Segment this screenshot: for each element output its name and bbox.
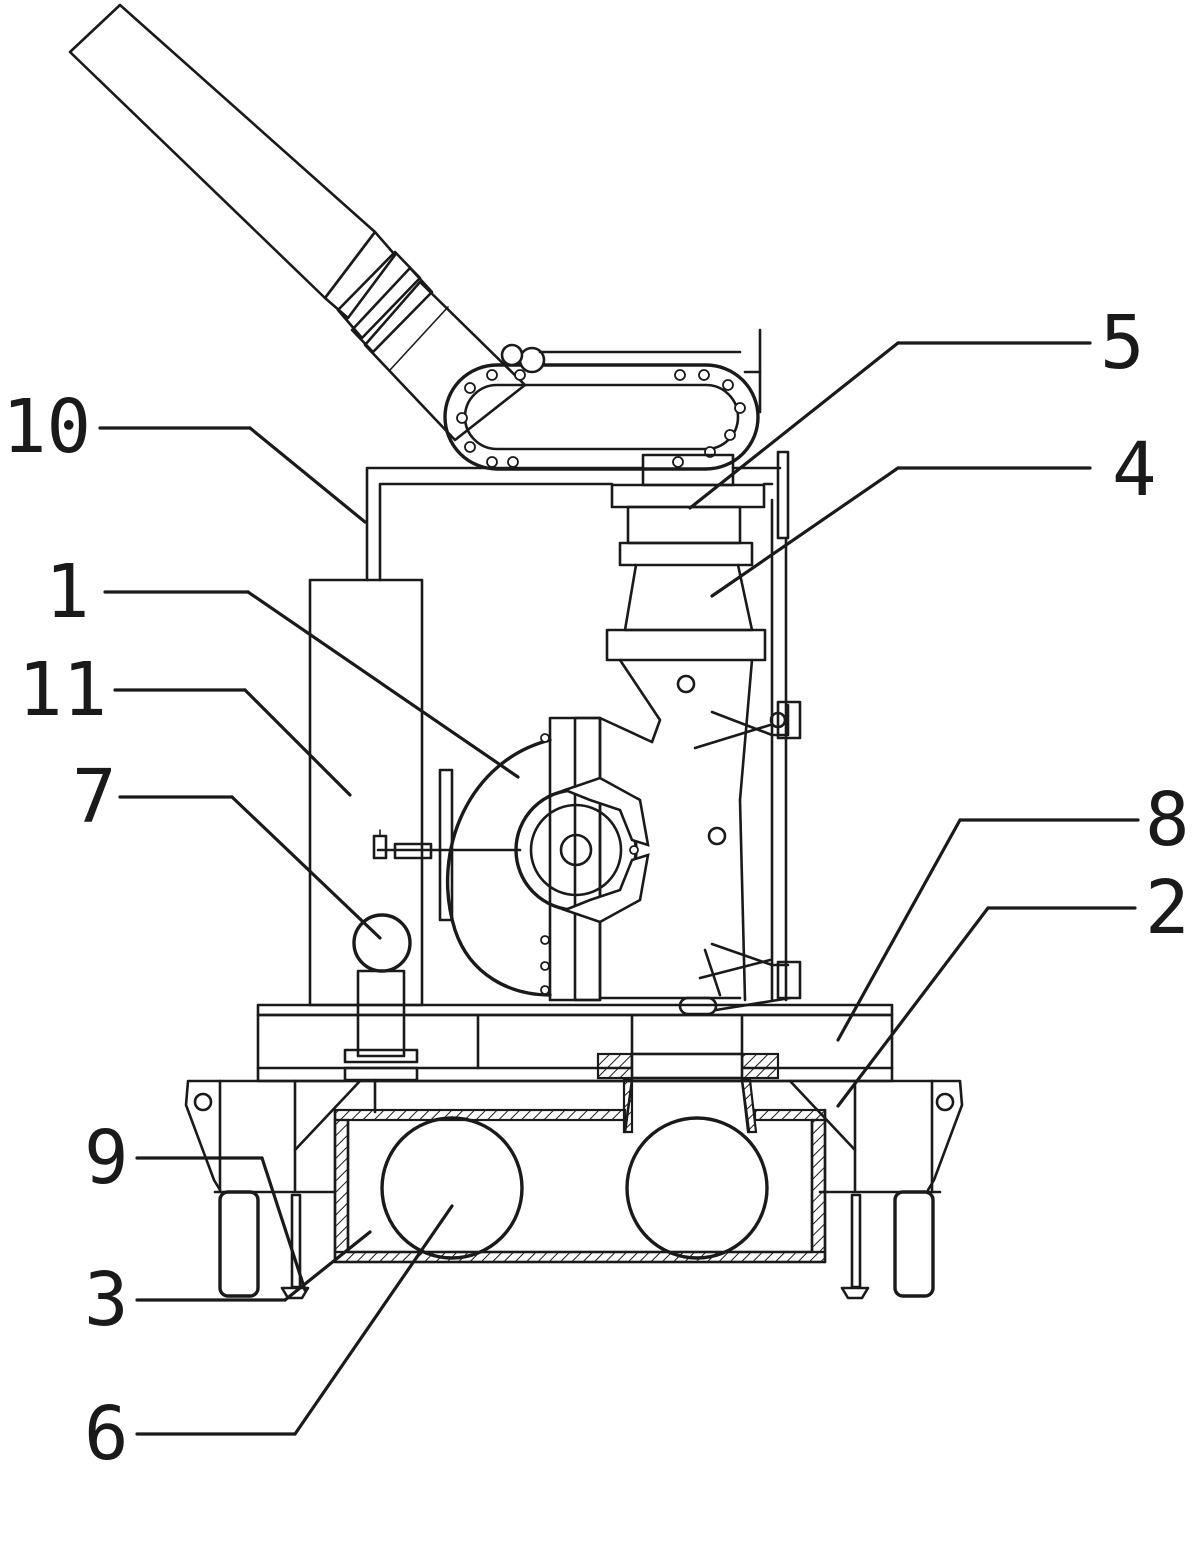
hopper [333,1078,827,1264]
leader-lines [98,341,1140,1436]
callout-3: 3 [84,1257,129,1343]
callout-10: 10 [2,384,91,470]
base-frame [256,1003,894,1083]
callout-7: 7 [72,754,117,840]
callout-5: 5 [1100,300,1145,386]
elbow-flange [443,328,762,471]
riser-pipe [605,453,767,1002]
callout-4: 4 [1112,427,1157,513]
callout-8: 8 [1145,777,1190,863]
callout-labels: 10 1 11 7 5 4 8 2 9 3 6 [2,300,1190,1477]
callout-2: 2 [1145,865,1190,951]
tank [308,578,424,1007]
callout-11: 11 [18,647,107,733]
riser-brackets [678,700,802,1016]
pump-volute [372,716,742,1002]
frame-pipe [365,450,790,1002]
callout-6: 6 [84,1391,129,1477]
ball-valve [343,913,419,1114]
monitor-barrel [68,3,527,442]
callout-9: 9 [84,1115,129,1201]
callout-1: 1 [45,549,90,635]
